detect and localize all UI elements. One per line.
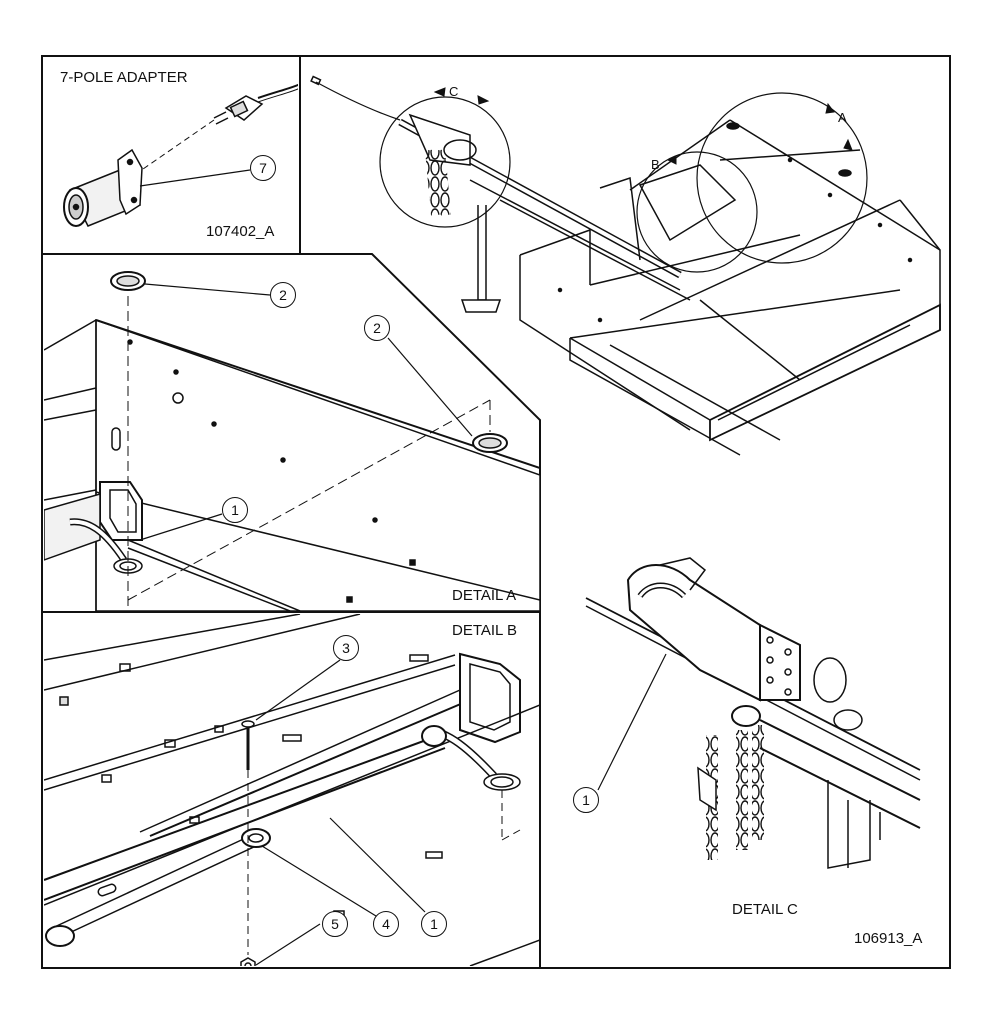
callout-detail-a-2-top: 2 — [270, 282, 296, 308]
detail-c-illustration — [585, 557, 921, 869]
detail-b-title: DETAIL B — [452, 622, 518, 639]
detail-b-leaders — [255, 659, 426, 966]
detail-a-title: DETAIL A — [452, 587, 517, 604]
adapter-title: 7-POLE ADAPTER — [60, 69, 188, 86]
callout-detail-c-1: 1 — [573, 787, 599, 813]
callout-detail-a-2-right: 2 — [364, 315, 390, 341]
adapter-leader-7 — [139, 169, 251, 187]
detail-a-leaders — [139, 283, 473, 541]
detail-a-border — [42, 253, 541, 968]
adapter-illustration — [63, 83, 298, 227]
detail-a-illustration — [44, 271, 540, 611]
callout-detail-b-1: 1 — [421, 911, 447, 937]
outer-frame — [41, 55, 951, 969]
callout-detail-b-3: 3 — [333, 635, 359, 661]
view-letter-b: B — [651, 157, 660, 172]
callout-detail-a-1: 1 — [222, 497, 248, 523]
main-assembly-illustration — [310, 75, 941, 456]
adapter-part-number: 107402_A — [206, 223, 275, 240]
main-part-number: 106913_A — [854, 930, 923, 947]
callout-detail-b-4: 4 — [373, 911, 399, 937]
callout-detail-b-5: 5 — [322, 911, 348, 937]
detail-c-leader-1 — [597, 653, 667, 791]
callout-adapter-7: 7 — [250, 155, 276, 181]
detail-c-title: DETAIL C — [732, 901, 798, 918]
main-view-markers — [433, 87, 853, 165]
view-letter-a: A — [838, 110, 847, 125]
detail-b-illustration — [44, 614, 540, 966]
view-letter-c: C — [449, 84, 459, 99]
panel-frames — [41, 55, 951, 969]
